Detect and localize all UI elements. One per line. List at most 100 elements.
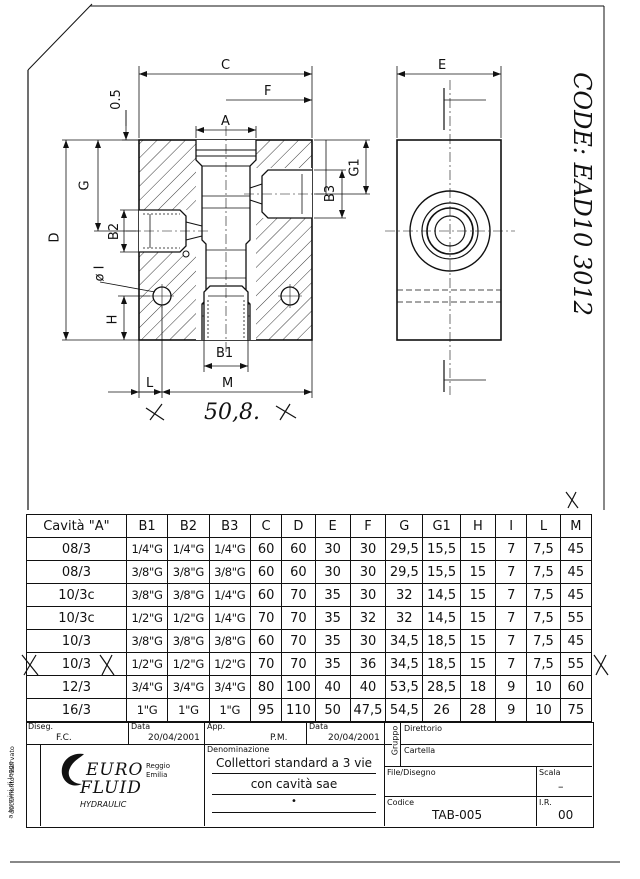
cell-g: 34,5: [385, 652, 424, 676]
cell-b3: 1/4"G: [208, 537, 251, 561]
cell-d: 100: [281, 675, 316, 699]
cell-g1: 14,5: [422, 606, 461, 630]
cell-c: 60: [249, 629, 283, 653]
cell-e: 40: [314, 675, 351, 699]
col-header-c: C: [249, 514, 283, 538]
cell-c: 60: [249, 583, 283, 607]
app-value: P.M.: [270, 733, 288, 743]
codice-label: Codice: [387, 798, 415, 807]
cell-e: 35: [314, 652, 351, 676]
cell-m: 45: [559, 583, 593, 607]
cell-h: 15: [459, 537, 497, 561]
cell-f: 32: [349, 606, 387, 630]
data2-value: 20/04/2001: [328, 733, 380, 743]
cell-f: 47,5: [349, 698, 387, 722]
file-label: File/Disegno: [387, 768, 436, 777]
cell-b2: 1"G: [167, 698, 210, 722]
table-row: 16/3 1"G 1"G 1"G 95 110 50 47,5 54,5 26 …: [26, 698, 593, 722]
dim-label-b2: B2: [107, 222, 123, 241]
cell-h: 15: [459, 652, 497, 676]
dim-label-a: A: [221, 114, 230, 129]
col-header-m: M: [559, 514, 593, 538]
table-row: 08/3 1/4"G 1/4"G 1/4"G 60 60 30 30 29,5 …: [26, 537, 593, 561]
logo-city-text: Reggio: [146, 762, 170, 770]
table-row: 10/3c 3/8"G 3/8"G 1/4"G 60 70 35 30 32 1…: [26, 583, 593, 607]
col-header-d: D: [281, 514, 316, 538]
cell-g: 34,5: [385, 629, 424, 653]
cell-h: 28: [459, 698, 497, 722]
dim-label-f: F: [264, 84, 272, 99]
cell-l: 7,5: [526, 652, 561, 676]
diseg-label: Diseg.: [28, 722, 54, 731]
title-line-2: con cavità sae: [250, 777, 338, 791]
col-header-e: E: [314, 514, 351, 538]
cell-f: 30: [349, 537, 387, 561]
cell-cavita: 10/3: [26, 652, 127, 676]
handwritten-code-note: CODE: EAD10 3012: [567, 72, 596, 316]
cell-f: 30: [349, 560, 387, 584]
cell-i: 7: [495, 629, 528, 653]
dim-label-l: L: [146, 376, 154, 391]
cell-b2: 3/8"G: [167, 583, 210, 607]
cell-d: 70: [281, 652, 316, 676]
cell-m: 75: [559, 698, 593, 722]
dim-label-c: C: [221, 58, 231, 73]
cell-c: 60: [249, 560, 283, 584]
cell-b3: 1/2"G: [208, 652, 251, 676]
data-value: 20/04/2001: [148, 733, 200, 743]
cell-m: 45: [559, 629, 593, 653]
cell-h: 15: [459, 560, 497, 584]
logo-sub-text: FLUID: [80, 778, 142, 798]
cell-h: 15: [459, 629, 497, 653]
cell-c: 60: [249, 537, 283, 561]
cell-cavita: 08/3: [26, 560, 127, 584]
gruppo-label: Gruppo: [390, 725, 400, 756]
cell-b3: 1/4"G: [208, 583, 251, 607]
cell-i: 7: [495, 652, 528, 676]
cell-h: 18: [459, 675, 497, 699]
cell-e: 30: [314, 537, 351, 561]
logo-region-text: Emilia: [146, 771, 168, 779]
cell-cavita: 10/3c: [26, 583, 127, 607]
cell-cavita: 08/3: [26, 537, 127, 561]
cell-g: 54,5: [385, 698, 424, 722]
cell-d: 70: [281, 606, 316, 630]
cell-g1: 28,5: [422, 675, 461, 699]
cell-cavita: 12/3: [26, 675, 127, 699]
table-row: 10/3 3/8"G 3/8"G 3/8"G 60 70 35 30 34,5 …: [26, 629, 593, 653]
cell-e: 35: [314, 583, 351, 607]
cell-g1: 18,5: [422, 652, 461, 676]
col-header-cavita: Cavità "A": [26, 514, 127, 538]
cell-i: 7: [495, 560, 528, 584]
col-header-g: G: [385, 514, 424, 538]
dim-label-b1: B1: [216, 346, 234, 361]
cell-b2: 3/8"G: [167, 560, 210, 584]
cell-g1: 26: [422, 698, 461, 722]
data2-label: Data: [309, 722, 329, 731]
cell-e: 35: [314, 606, 351, 630]
cell-c: 70: [249, 606, 283, 630]
cell-c: 95: [249, 698, 283, 722]
logo-tag-text: HYDRAULIC: [80, 800, 127, 809]
cell-l: 7,5: [526, 606, 561, 630]
title-block: [26, 722, 594, 828]
cell-h: 15: [459, 583, 497, 607]
table-row: 12/3 3/4"G 3/4"G 3/4"G 80 100 40 40 53,5…: [26, 675, 593, 699]
frame-corner-line: [27, 3, 93, 71]
handwritten-width-note: 50,8.: [204, 400, 260, 425]
dim-label-d: D: [47, 232, 63, 243]
cell-g1: 15,5: [422, 537, 461, 561]
cell-e: 30: [314, 560, 351, 584]
ir-value: 00: [558, 808, 574, 822]
cell-g: 32: [385, 583, 424, 607]
cell-b2: 3/8"G: [167, 629, 210, 653]
cell-i: 7: [495, 583, 528, 607]
cell-i: 7: [495, 537, 528, 561]
cell-b2: 3/4"G: [167, 675, 210, 699]
col-header-b1: B1: [125, 514, 169, 538]
diseg-value: F.C.: [56, 733, 72, 743]
cell-f: 40: [349, 675, 387, 699]
cell-l: 7,5: [526, 537, 561, 561]
